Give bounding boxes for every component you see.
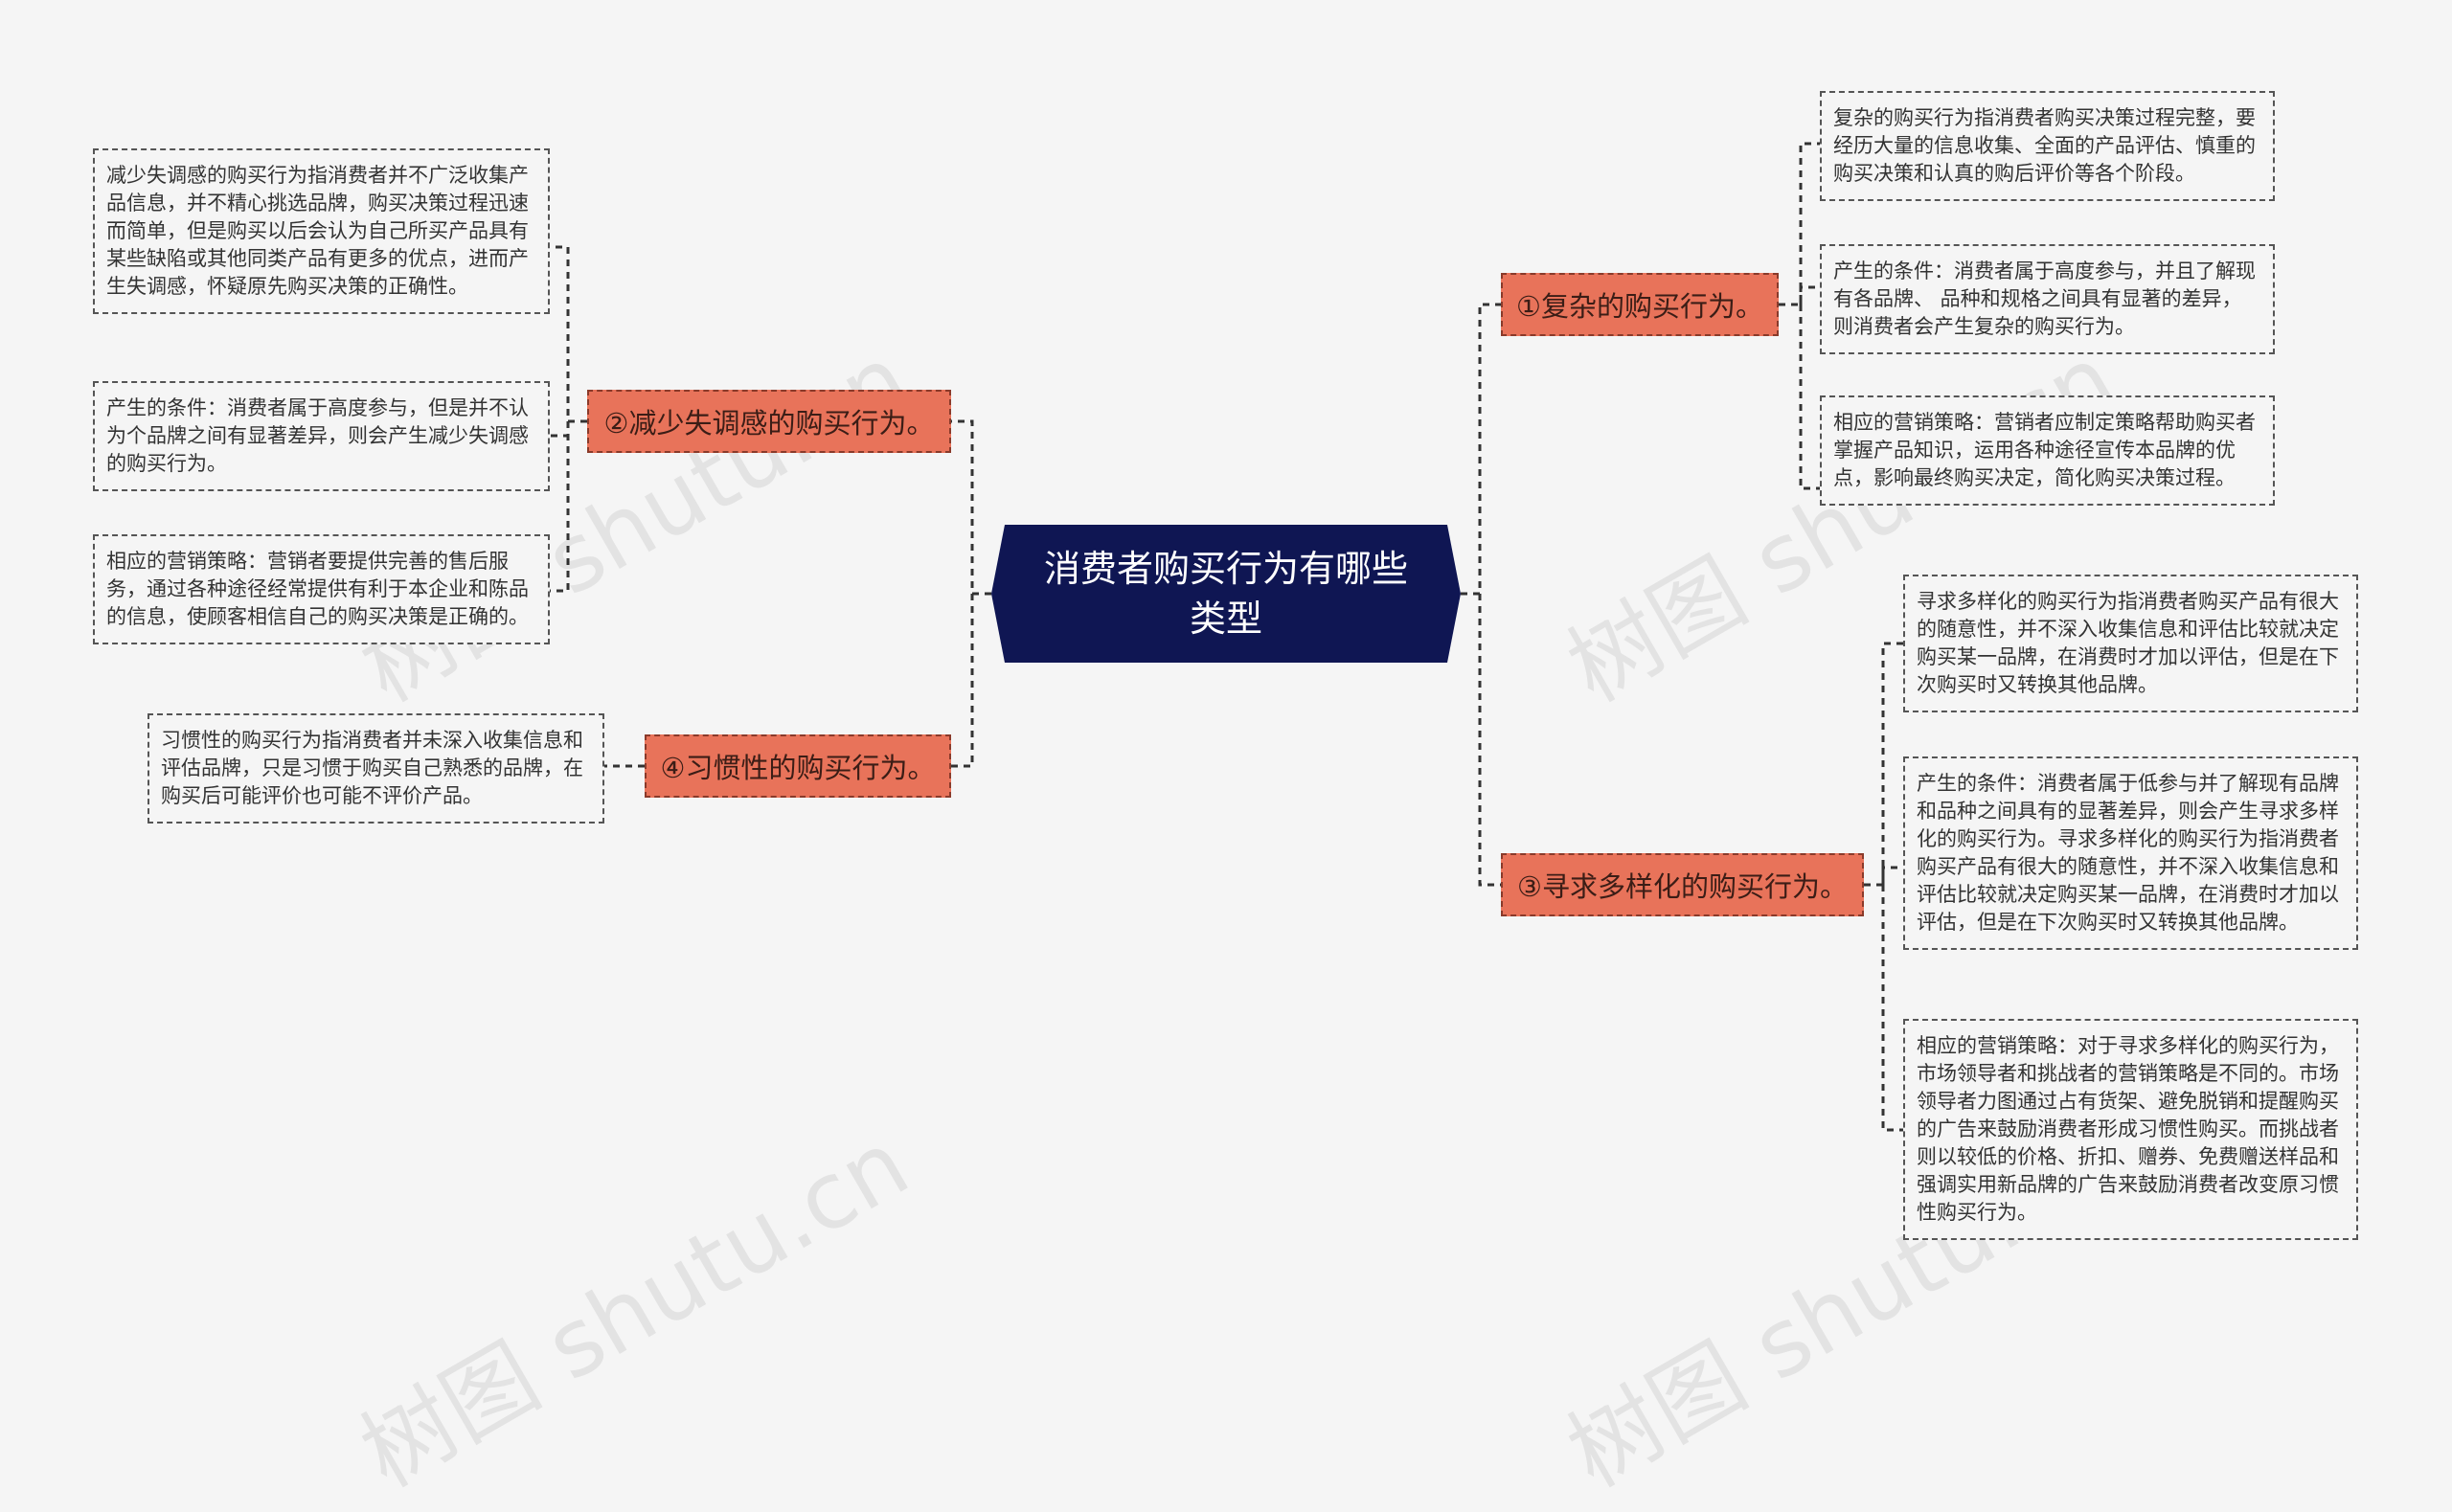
- leaf-dissonance-definition[interactable]: 减少失调感的购买行为指消费者并不广泛收集产品信息，并不精心挑选品牌，购买决策过程…: [93, 148, 550, 314]
- branch-label: ④习惯性的购买行为。: [660, 752, 936, 784]
- connector-b2-leaves: [550, 245, 587, 593]
- branch-habitual-buying[interactable]: ④习惯性的购买行为。: [645, 734, 951, 798]
- branch-variety-seeking[interactable]: ③寻求多样化的购买行为。: [1501, 853, 1864, 916]
- connector-b3-leaves: [1864, 642, 1903, 1132]
- connector-root-b2: [951, 419, 991, 596]
- connector-root-b4: [951, 594, 974, 768]
- connector-root-b3: [1478, 594, 1501, 887]
- leaf-variety-conditions[interactable]: 产生的条件：消费者属于低参与并了解现有品牌和品种之间具有的显著差异，则会产生寻求…: [1903, 756, 2358, 950]
- connector-root-b1: [1461, 303, 1501, 596]
- branch-label: ③寻求多样化的购买行为。: [1517, 870, 1848, 903]
- connector-lines: [550, 142, 1903, 1132]
- branch-complex-buying[interactable]: ①复杂的购买行为。: [1501, 273, 1779, 336]
- branch-label: ①复杂的购买行为。: [1516, 290, 1763, 323]
- root-topic[interactable]: 消费者购买行为有哪些类型: [991, 525, 1461, 663]
- leaf-variety-strategy[interactable]: 相应的营销策略：对于寻求多样化的购买行为，市场领导者和挑战者的营销策略是不同的。…: [1903, 1019, 2358, 1240]
- branch-label: ②减少失调感的购买行为。: [603, 407, 935, 440]
- root-topic-title: 消费者购买行为有哪些类型: [1043, 548, 1408, 640]
- leaf-dissonance-conditions[interactable]: 产生的条件：消费者属于高度参与，但是并不认为个品牌之间有显著差异，则会产生减少失…: [93, 381, 550, 491]
- branch-dissonance-reducing[interactable]: ②减少失调感的购买行为。: [587, 390, 951, 453]
- connector-b1-leaves: [1779, 142, 1820, 490]
- leaf-variety-definition[interactable]: 寻求多样化的购买行为指消费者购买产品有很大的随意性，并不深入收集信息和评估比较就…: [1903, 575, 2358, 712]
- leaf-dissonance-strategy[interactable]: 相应的营销策略：营销者要提供完善的售后服务，通过各种途径经常提供有利于本企业和陈…: [93, 534, 550, 644]
- leaf-habitual-definition[interactable]: 习惯性的购买行为指消费者并未深入收集信息和评估品牌，只是习惯于购买自己熟悉的品牌…: [148, 713, 604, 824]
- leaf-complex-definition[interactable]: 复杂的购买行为指消费者购买决策过程完整，要经历大量的信息收集、全面的产品评估、慎…: [1820, 91, 2275, 201]
- leaf-complex-strategy[interactable]: 相应的营销策略：营销者应制定策略帮助购买者掌握产品知识，运用各种途径宣传本品牌的…: [1820, 395, 2275, 506]
- leaf-complex-conditions[interactable]: 产生的条件：消费者属于高度参与，并且了解现有各品牌、 品种和规格之间具有显著的差…: [1820, 244, 2275, 354]
